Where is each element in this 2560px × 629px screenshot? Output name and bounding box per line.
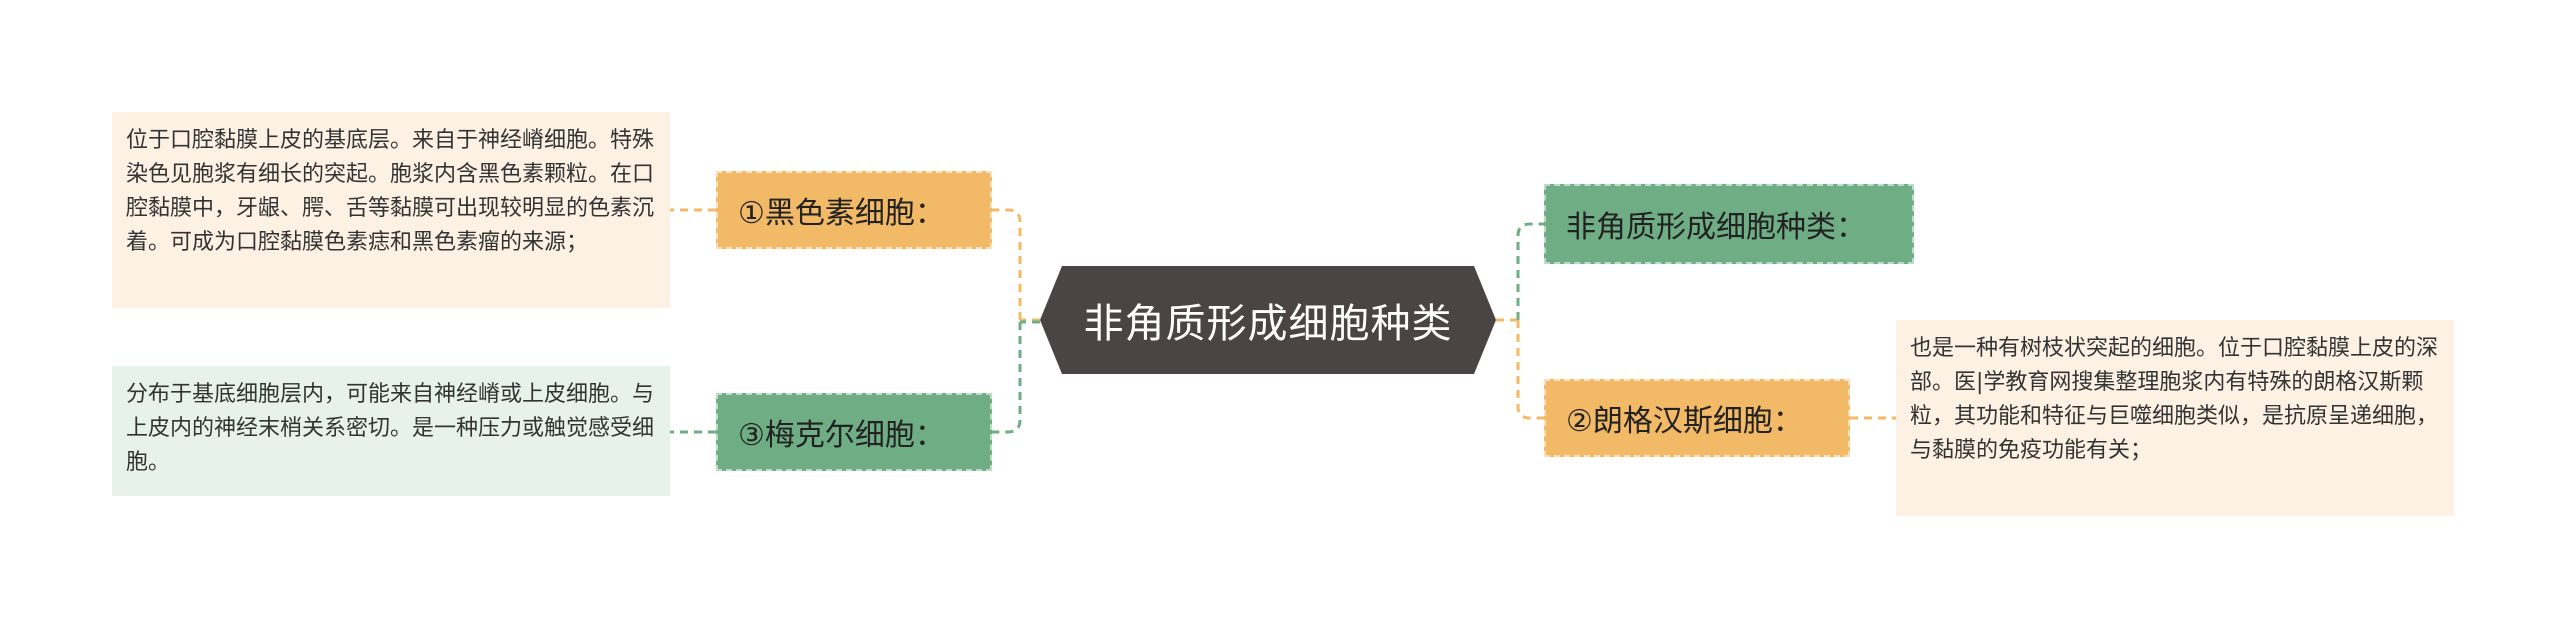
- branch-types[interactable]: 非角质形成细胞种类：: [1544, 184, 1914, 264]
- central-topic[interactable]: 非角质形成细胞种类: [1040, 266, 1496, 374]
- link-to-langerhans: [1516, 320, 1544, 420]
- branch-melanocyte[interactable]: ①黑色素细胞：: [716, 171, 992, 249]
- leaf-merkel-text: 分布于基底细胞层内，可能来自神经嵴或上皮细胞。与上皮内的神经末梢关系密切。是一种…: [126, 382, 655, 475]
- link-to-melanocyte: [992, 208, 1022, 320]
- leaf-langerhans-desc[interactable]: 也是一种有树枝状突起的细胞。位于口腔黏膜上皮的深部。医|学教育网搜集整理胞浆内有…: [1896, 320, 2454, 516]
- leaf-melanocyte-text: 位于口腔黏膜上皮的基底层。来自于神经嵴细胞。特殊染色见胞浆有细长的突起。胞浆内含…: [126, 128, 655, 255]
- branch-merkel-label: ③梅克尔细胞：: [738, 418, 945, 453]
- branch-langerhans-label: ②朗格汉斯细胞：: [1566, 404, 1803, 439]
- branch-types-label: 非角质形成细胞种类：: [1566, 210, 1866, 245]
- branch-melanocyte-label: ①黑色素细胞：: [738, 196, 945, 231]
- branch-langerhans[interactable]: ②朗格汉斯细胞：: [1544, 379, 1850, 457]
- leaf-melanocyte-desc[interactable]: 位于口腔黏膜上皮的基底层。来自于神经嵴细胞。特殊染色见胞浆有细长的突起。胞浆内含…: [112, 112, 670, 308]
- link-to-merkel: [992, 322, 1022, 434]
- central-topic-label: 非角质形成细胞种类: [1083, 301, 1453, 347]
- leaf-langerhans-text: 也是一种有树枝状突起的细胞。位于口腔黏膜上皮的深部。医|学教育网搜集整理胞浆内有…: [1910, 336, 2439, 463]
- branch-merkel[interactable]: ③梅克尔细胞：: [716, 393, 992, 471]
- link-to-types: [1516, 222, 1544, 320]
- leaf-merkel-desc[interactable]: 分布于基底细胞层内，可能来自神经嵴或上皮细胞。与上皮内的神经末梢关系密切。是一种…: [112, 366, 670, 496]
